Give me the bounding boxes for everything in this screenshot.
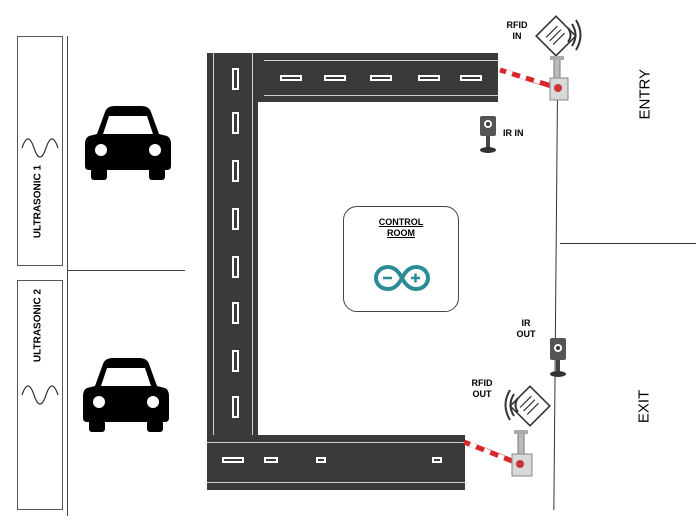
lane-marking xyxy=(232,256,239,278)
ultrasonic-wave-icon xyxy=(21,385,59,405)
lane-marking xyxy=(432,457,442,463)
barrier-gate-icon xyxy=(499,56,569,101)
lane-marking xyxy=(232,302,239,324)
exit-label: EXIT xyxy=(635,389,653,424)
lane-marking xyxy=(232,350,239,372)
entry-exit-divider xyxy=(560,243,696,244)
lane-marking xyxy=(264,457,278,463)
lane-marking xyxy=(222,457,244,463)
ir-sensor-icon xyxy=(550,338,566,377)
lane-marking xyxy=(232,208,239,230)
arduino-logo-icon xyxy=(373,264,431,292)
lane-marking xyxy=(232,160,239,182)
lane-marking xyxy=(232,112,239,134)
rfid-reader-icon xyxy=(535,15,582,57)
ultrasonic-1-label: ULTRASONIC 1 xyxy=(32,164,44,239)
ultrasonic-2-panel xyxy=(17,280,63,510)
ultrasonic-wave-icon xyxy=(21,138,59,158)
lane-marking xyxy=(316,457,326,463)
ir-in-label: IR IN xyxy=(503,128,524,138)
parking-slot-divider-v xyxy=(67,36,68,516)
control-room: CONTROL ROOM xyxy=(343,206,459,312)
barrier-gate-icon xyxy=(463,430,533,477)
lane-marking xyxy=(418,75,440,81)
ir-out-label: IR OUT xyxy=(516,318,536,339)
rfid-reader-icon xyxy=(504,385,551,427)
lane-marking xyxy=(232,396,239,418)
entry-label: ENTRY xyxy=(636,68,654,120)
rfid-out-label: RFID OUT xyxy=(471,378,493,399)
road-vertical xyxy=(207,53,258,435)
lane-marking xyxy=(280,75,302,81)
lane-marking xyxy=(460,75,482,81)
parking-slot-divider-h xyxy=(67,270,185,271)
rfid-in-label: RFID IN xyxy=(506,20,528,41)
road-bottom xyxy=(207,435,465,490)
control-room-title: CONTROL ROOM xyxy=(378,217,424,238)
entry-exit-boundary xyxy=(553,91,558,510)
ultrasonic-2-label: ULTRASONIC 2 xyxy=(32,288,44,363)
lane-marking xyxy=(370,75,392,81)
lane-marking xyxy=(324,75,346,81)
car-icon xyxy=(85,106,171,180)
ir-sensor-icon xyxy=(480,116,496,153)
lane-marking xyxy=(232,68,239,90)
ultrasonic-1-panel xyxy=(17,36,63,266)
car-icon xyxy=(83,358,169,432)
